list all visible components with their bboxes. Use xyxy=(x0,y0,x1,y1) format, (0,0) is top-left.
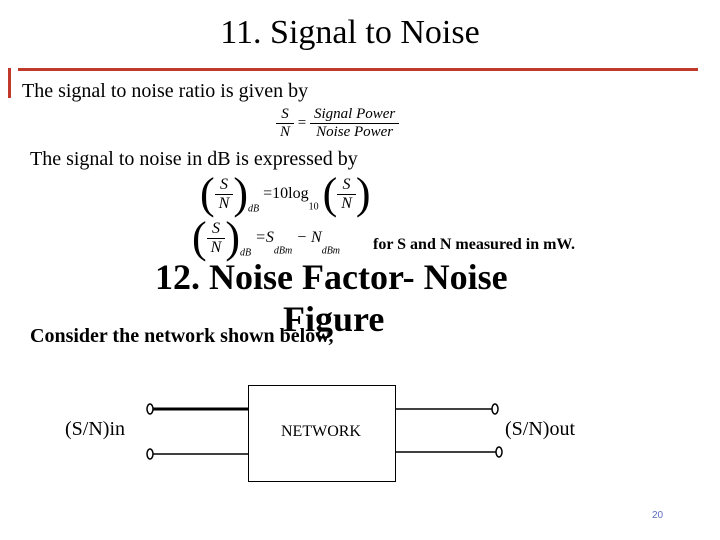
output-snr-label: (S/N)out xyxy=(505,418,575,440)
network-box xyxy=(248,385,396,482)
eq1-rhs-num: Signal Power xyxy=(309,106,400,124)
section-heading-part1: 12. Noise Factor- Noise xyxy=(155,257,508,297)
input-terminal-top xyxy=(146,403,154,415)
page-number: 20 xyxy=(652,510,664,521)
eq2-rhs-fraction: S N xyxy=(337,176,356,213)
consider-text: Consider the network shown below, xyxy=(30,325,334,347)
eq3-minus-n: − N xyxy=(296,229,322,246)
equation-snr-db: ( S N )dB =10log10 ( S N ) xyxy=(200,169,371,218)
eq2-lhs-den: N xyxy=(218,194,230,212)
title-rule xyxy=(18,68,698,71)
equation-snr-dbm: ( S N )dB =SdBm − NdBm xyxy=(192,213,341,262)
eq1-lhs-den: N xyxy=(280,124,291,140)
eq1-rhs-fraction: Signal Power Noise Power xyxy=(309,106,400,141)
eq3-lhs-num: S xyxy=(206,220,226,239)
eq3-n-sub: dBm xyxy=(321,245,341,257)
eq2-lhs-sub: dB xyxy=(247,203,260,215)
intro-text: The signal to noise ratio is given by xyxy=(22,80,309,102)
eq1-equals: = xyxy=(297,115,307,131)
eq2-rhs-num: S xyxy=(337,176,356,195)
eq1-lhs-num: S xyxy=(276,106,295,124)
input-snr-label: (S/N)in xyxy=(65,418,125,440)
eq3-s-sub: dBm xyxy=(273,245,293,257)
eq3-lhs-den: N xyxy=(210,238,222,256)
equation-snr: S N = Signal Power Noise Power xyxy=(276,106,400,141)
eq2-mid: =10log xyxy=(263,185,309,202)
eq1-lhs-fraction: S N xyxy=(276,106,295,141)
eq3-equals-s: =S xyxy=(255,229,274,246)
output-terminal-top xyxy=(491,403,499,415)
input-terminal-bottom xyxy=(146,448,154,460)
accent-bar-vertical xyxy=(8,68,11,98)
eq3-lhs-sub: dB xyxy=(239,247,252,259)
network-label: NETWORK xyxy=(281,423,361,440)
eq1-rhs-den: Noise Power xyxy=(316,124,394,140)
eq3-lhs-fraction: S N xyxy=(206,220,226,257)
section-heading-part2: Figure xyxy=(283,299,385,339)
condition-text: for S and N measured in mW. xyxy=(373,236,575,253)
output-terminal-bottom xyxy=(495,446,503,458)
slide-title: 11. Signal to Noise xyxy=(220,14,480,51)
eq2-lhs-num: S xyxy=(214,176,234,195)
eq2-mid-sub: 10 xyxy=(308,201,319,213)
eq2-lhs-fraction: S N xyxy=(214,176,234,213)
eq2-rhs-den: N xyxy=(341,194,352,212)
db-text: The signal to noise in dB is expressed b… xyxy=(30,148,358,170)
